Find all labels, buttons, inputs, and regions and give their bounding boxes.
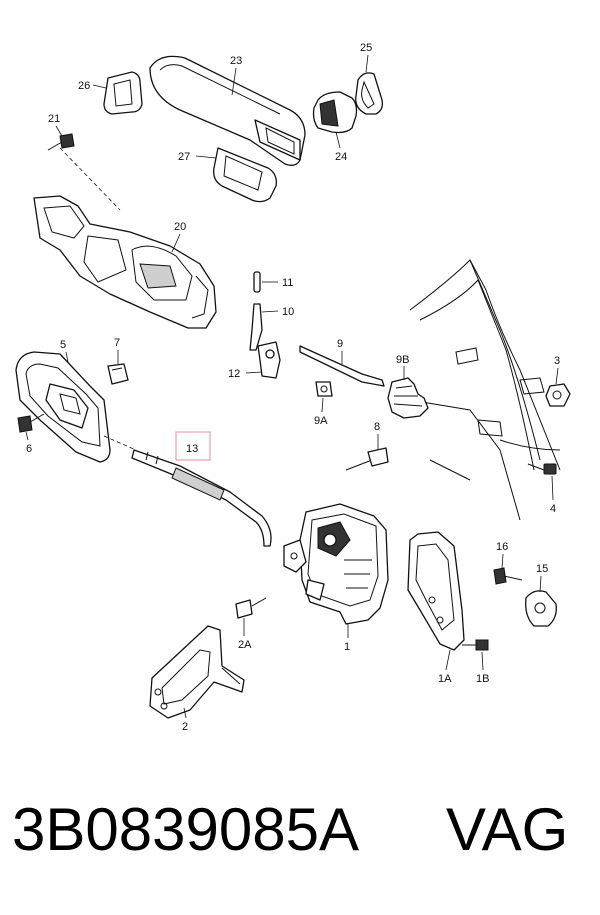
label-13: 13: [186, 443, 198, 455]
screw-1B: [462, 639, 489, 651]
label-4: 4: [550, 503, 556, 515]
part-number-text: 3B0839085A: [12, 796, 359, 863]
gasket-27: [213, 147, 277, 203]
brand-text: VAG: [446, 796, 569, 863]
gasket-26: [103, 71, 143, 115]
bolt-4: [527, 463, 557, 475]
label-11: 11: [282, 277, 293, 289]
door-lock-1: [283, 503, 389, 625]
door-pillar: [409, 259, 561, 521]
label-12: 12: [228, 368, 240, 380]
label-20: 20: [174, 221, 186, 233]
clip-7: [107, 363, 129, 385]
label-1: 1: [344, 641, 350, 653]
rod-9: [299, 345, 385, 387]
screw-21: [47, 133, 75, 151]
label-21: 21: [48, 113, 60, 125]
label-9: 9: [337, 338, 343, 350]
label-6: 6: [26, 443, 32, 455]
bracket-1A: [407, 531, 465, 651]
label-23: 23: [230, 55, 242, 67]
nut-3: [545, 383, 571, 407]
inner-handle-5: [15, 351, 111, 463]
striker-15: [525, 590, 557, 627]
label-9A: 9A: [314, 415, 328, 427]
clip-9A: [315, 381, 333, 397]
label-13-highlight: [175, 431, 211, 461]
label-16: 16: [496, 541, 508, 553]
label-2: 2: [182, 721, 188, 733]
clip-12: [257, 341, 281, 379]
pin-11: [253, 271, 261, 293]
label-1A: 1A: [438, 673, 452, 685]
label-15: 15: [536, 563, 548, 575]
lock-cap-24: [312, 91, 358, 134]
pin-8: [345, 447, 389, 471]
cable-13: [131, 449, 272, 547]
label-25: 25: [360, 42, 372, 54]
grommet-9B: [387, 377, 429, 419]
label-3: 3: [554, 355, 560, 367]
label-24: 24: [335, 151, 347, 163]
screw-6: [17, 413, 45, 433]
screw-2A: [235, 597, 267, 619]
outer-door-handle-23: [149, 55, 306, 166]
handle-carrier-20: [33, 195, 217, 329]
label-27: 27: [178, 151, 190, 163]
label-7: 7: [114, 337, 120, 349]
cover-plate-2: [149, 625, 245, 719]
bolt-16: [493, 567, 523, 585]
label-26: 26: [78, 80, 90, 92]
label-2A: 2A: [238, 639, 252, 651]
label-5: 5: [60, 339, 66, 351]
label-9B: 9B: [396, 354, 409, 366]
rod-10: [249, 303, 263, 351]
cap-cover-25: [355, 72, 384, 115]
label-1B: 1B: [476, 673, 489, 685]
label-10: 10: [282, 306, 294, 318]
label-8: 8: [374, 421, 380, 433]
